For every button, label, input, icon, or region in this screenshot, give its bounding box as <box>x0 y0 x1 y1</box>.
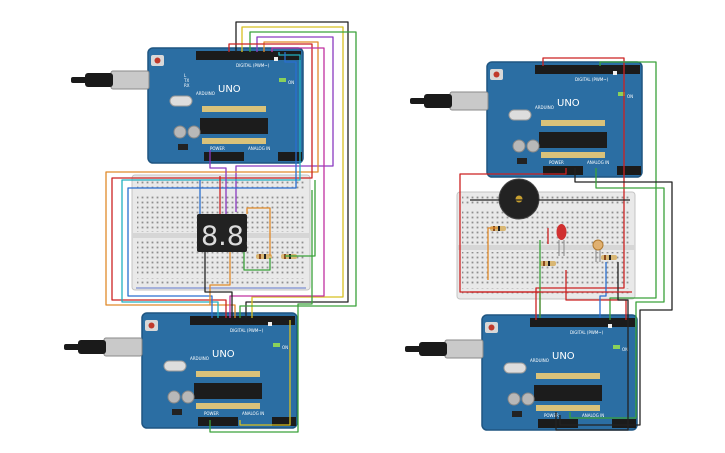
l-label: L <box>184 73 187 78</box>
red-led[interactable] <box>556 224 567 256</box>
power-label: POWER <box>204 411 219 416</box>
wire-orange-r1 <box>487 227 498 280</box>
digital-label: DIGITAL (PWM~) <box>570 330 604 335</box>
digital-label: DIGITAL (PWM~) <box>236 63 270 68</box>
wire-green-r2 <box>569 168 665 419</box>
brand-label: ARDUINO <box>190 356 209 361</box>
board-labels-bottom-right: UNO ARDUINO DIGITAL (PWM~) POWER ANALOG … <box>530 330 628 418</box>
wire-orange <box>105 41 319 318</box>
wire-magenta <box>229 47 325 318</box>
power-label: POWER <box>544 413 559 418</box>
breadboard-right[interactable] <box>456 191 636 300</box>
wire-green-2 <box>285 180 316 257</box>
analog-label: ANALOG IN <box>587 160 609 165</box>
wire-black <box>235 21 349 318</box>
tx-label: TX <box>183 78 189 83</box>
arduino-board-top-right[interactable] <box>486 61 643 178</box>
arduino-board-top-left[interactable] <box>147 47 304 164</box>
rx-label: RX <box>184 83 190 88</box>
usb-plug-bottom-left[interactable] <box>63 337 143 357</box>
board-labels-top-left: UNO ARDUINO DIGITAL (PWM~) POWER ANALOG … <box>183 63 294 151</box>
resistor-right-3[interactable] <box>601 255 617 260</box>
wire-red-r1 <box>535 57 625 320</box>
piezo-buzzer[interactable] <box>498 178 540 220</box>
brand-label: ARDUINO <box>535 105 554 110</box>
wire-yellow-2 <box>239 320 291 426</box>
wire-orange-2 <box>209 252 231 305</box>
wire-blue-r1 <box>599 262 607 318</box>
on-label: ON <box>282 345 288 350</box>
wire-black-2 <box>204 252 233 318</box>
wire-black-r2 <box>555 262 629 431</box>
analog-label: ANALOG IN <box>248 146 270 151</box>
board-labels-bottom-left: UNO ARDUINO DIGITAL (PWM~) POWER ANALOG … <box>190 328 288 416</box>
wire-orange-3 <box>246 207 271 256</box>
digital-label: DIGITAL (PWM~) <box>575 77 609 82</box>
uno-label: UNO <box>552 351 575 362</box>
wire-black-r1 <box>559 168 673 426</box>
brand-label: ARDUINO <box>530 358 549 363</box>
usb-plug-top-right[interactable] <box>409 91 489 111</box>
wire-red <box>111 43 313 318</box>
display-digits: 8.8. <box>201 221 253 252</box>
wires-left[interactable] <box>105 21 357 433</box>
wire-red-r4 <box>565 270 627 320</box>
wire-green <box>239 31 357 318</box>
on-label: ON <box>622 347 628 352</box>
wire-blue <box>127 52 297 318</box>
wire-purple <box>235 36 334 212</box>
uno-label: UNO <box>218 84 241 95</box>
wire-green-4 <box>209 190 313 433</box>
on-label: ON <box>627 94 633 99</box>
wire-green-r1 <box>599 61 657 320</box>
wire-green-3 <box>243 252 271 271</box>
power-label: POWER <box>549 160 564 165</box>
analog-label: ANALOG IN <box>582 413 604 418</box>
analog-label: ANALOG IN <box>242 411 264 416</box>
wire-purple-2 <box>209 150 227 214</box>
arduino-board-bottom-right[interactable] <box>481 314 638 431</box>
wire-yellow <box>241 26 344 318</box>
usb-plug-bottom-right[interactable] <box>404 339 484 359</box>
wires-right[interactable] <box>459 57 673 431</box>
photoresistor[interactable] <box>592 239 604 262</box>
brand-label: ARDUINO <box>196 91 215 96</box>
uno-label: UNO <box>212 349 235 360</box>
on-label: ON <box>288 80 294 85</box>
wire-cyan <box>121 52 301 318</box>
board-labels-top-right: UNO ARDUINO DIGITAL (PWM~) POWER ANALOG … <box>535 77 633 165</box>
digital-label: DIGITAL (PWM~) <box>230 328 264 333</box>
resistor-left-1[interactable] <box>256 254 272 259</box>
power-label: POWER <box>210 146 225 151</box>
uno-label: UNO <box>557 98 580 109</box>
seven-segment-display[interactable]: 8.8. <box>197 214 253 252</box>
usb-plug-top-left[interactable] <box>70 70 150 90</box>
arduino-board-bottom-left[interactable] <box>141 312 298 429</box>
resistor-right-2[interactable] <box>540 261 556 266</box>
